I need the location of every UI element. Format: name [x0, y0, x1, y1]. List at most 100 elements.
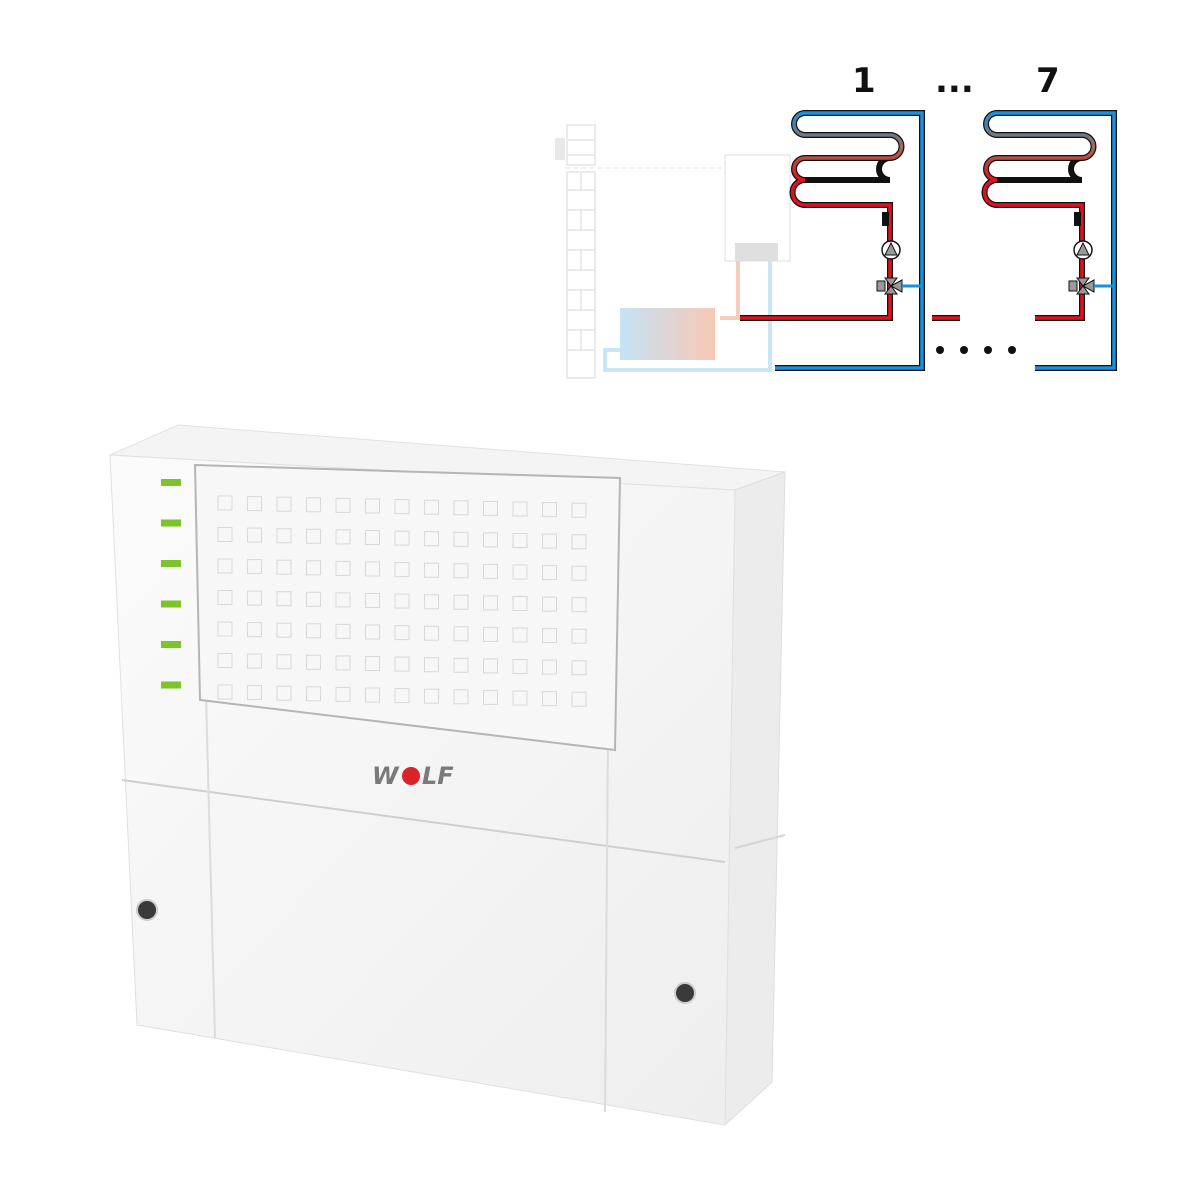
- grid-cell: [335, 655, 351, 671]
- wolf-logo-text-end: LF: [422, 762, 454, 790]
- grid-cell: [483, 532, 498, 548]
- grid-cell: [306, 623, 321, 639]
- circuit-label-last: 7: [1036, 61, 1060, 101]
- grid-cell: [217, 527, 233, 542]
- grid-cell: [453, 531, 469, 547]
- grid-cell: [365, 498, 380, 514]
- grid-cell: [217, 558, 233, 574]
- grid-cell: [542, 533, 557, 549]
- grid-cell: [424, 594, 439, 610]
- grid-cell: [571, 534, 587, 550]
- grid-cell: [483, 500, 498, 516]
- grid-cell: [365, 687, 380, 703]
- grid-cell: [276, 528, 292, 544]
- grid-cell: [365, 593, 380, 608]
- grid-cell: [276, 496, 292, 512]
- thermostat-icon: [555, 138, 565, 160]
- grid-cell: [276, 591, 292, 607]
- grid-cell: [424, 688, 439, 704]
- grid-cell: [571, 660, 587, 676]
- grid-cell: [306, 528, 321, 544]
- grid-cell: [571, 628, 587, 644]
- grid-cell: [571, 691, 587, 707]
- grid-cell: [453, 657, 469, 673]
- heating-circuit-1: [740, 110, 925, 371]
- grid-cell: [247, 622, 262, 638]
- grid-cell: [512, 501, 528, 517]
- pump-icon: [881, 240, 901, 260]
- status-led: [161, 681, 181, 689]
- grid-cell: [571, 502, 587, 518]
- grid-cell: [247, 590, 262, 606]
- grid-cell: [335, 623, 351, 639]
- grid-cell: [453, 689, 469, 705]
- grid-cell: [335, 592, 351, 608]
- grid-cell: [394, 530, 410, 546]
- grid-cell: [453, 500, 469, 516]
- status-led: [161, 600, 181, 608]
- grid-cell: [335, 497, 351, 513]
- grid-cell: [306, 654, 321, 670]
- grid-cell: [424, 625, 439, 641]
- grid-cell: [483, 689, 498, 705]
- display-panel: [193, 463, 622, 752]
- grid-cell: [276, 654, 292, 670]
- grid-cell: [453, 563, 469, 579]
- grid-cell: [542, 565, 557, 581]
- continuation-dots: [936, 346, 1016, 354]
- grid-cell: [512, 690, 528, 706]
- grid-cell: [276, 559, 292, 575]
- grid-cell: [276, 685, 292, 701]
- wolf-logo: W LF: [372, 762, 454, 790]
- wolf-logo-dot: [402, 767, 420, 785]
- grid-cell: [247, 559, 262, 575]
- grid-cell: [247, 527, 262, 543]
- grid-cell: [365, 656, 380, 671]
- boiler-connection: [735, 243, 778, 261]
- grid-cell: [483, 595, 498, 611]
- grid-cell: [542, 596, 557, 612]
- heating-schematic-background: [555, 124, 791, 379]
- grid-cell: [247, 496, 262, 512]
- grid-cell: [306, 560, 321, 576]
- grid-cell: [247, 685, 262, 701]
- boiler-return-pipe: [603, 261, 772, 372]
- grid-cell: [365, 561, 380, 577]
- grid-cell: [483, 563, 498, 579]
- mixing-valve-icon: [876, 277, 922, 295]
- grid-cell: [217, 653, 233, 668]
- grid-cell: [512, 564, 528, 580]
- circuit-label-ellipsis: ...: [935, 61, 974, 101]
- screw-hole-right: [674, 982, 696, 1004]
- grid-cell: [542, 659, 557, 675]
- grid-cell: [217, 684, 233, 700]
- grid-cell: [483, 626, 498, 642]
- grid-cell: [217, 495, 233, 511]
- grid-cell: [217, 590, 233, 605]
- grid-cell: [306, 686, 321, 702]
- grid-cell: [335, 686, 351, 702]
- grid-cell: [306, 591, 321, 607]
- radiator-icon: [620, 308, 715, 360]
- sensor-icon: [882, 212, 889, 226]
- grid-cell: [335, 560, 351, 576]
- grid-cell: [512, 533, 528, 548]
- grid-cell: [335, 529, 351, 545]
- grid-cell: [276, 622, 292, 638]
- status-led: [161, 519, 181, 527]
- panel-grid-pattern: [217, 495, 587, 707]
- grid-cell: [453, 626, 469, 642]
- grid-cell: [394, 688, 410, 704]
- grid-cell: [394, 562, 410, 578]
- grid-cell: [394, 593, 410, 609]
- grid-cell: [512, 659, 528, 674]
- grid-cell: [394, 499, 410, 515]
- status-led: [161, 641, 181, 648]
- grid-cell: [394, 625, 410, 641]
- grid-cell: [365, 530, 380, 545]
- grid-cell: [424, 499, 439, 515]
- status-led: [161, 479, 181, 486]
- grid-cell: [453, 594, 469, 610]
- status-led: [161, 560, 181, 567]
